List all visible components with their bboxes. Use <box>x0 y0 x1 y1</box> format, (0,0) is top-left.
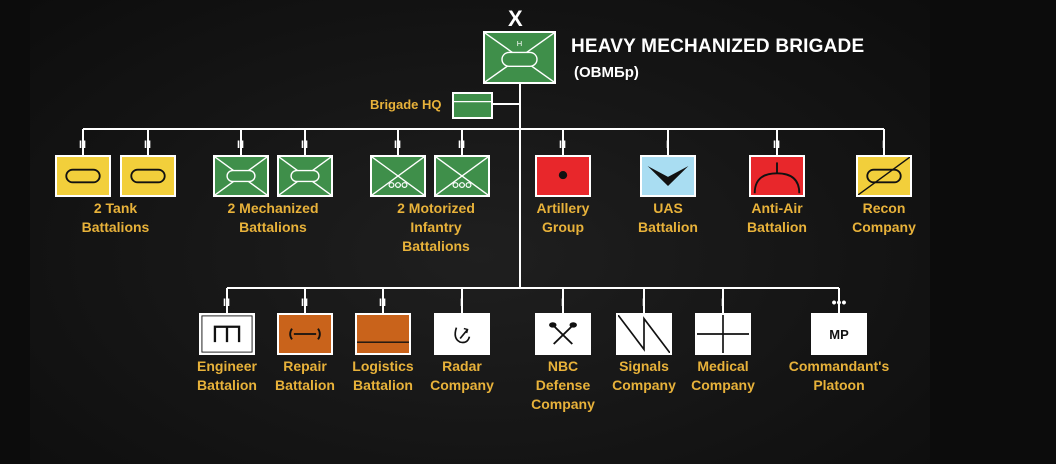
echelon-mark: II <box>772 139 782 151</box>
radar-company-symbol <box>434 313 490 355</box>
page-subtitle: (ОВМБр) <box>574 64 639 81</box>
echelon-mark: II <box>222 297 232 309</box>
brigade-hq-label: Brigade HQ <box>370 97 442 112</box>
echelon-mark: II <box>236 139 246 151</box>
echelon-mark: I <box>459 297 465 309</box>
echelon-mark: II <box>300 297 310 309</box>
echelon-mark: II <box>378 297 388 309</box>
echelon-mark: I <box>665 139 671 151</box>
echelon-mark: II <box>300 139 310 151</box>
brigade-hq-symbol <box>452 92 493 119</box>
echelon-mark: II <box>78 139 88 151</box>
artillery-group-symbol <box>535 155 591 197</box>
tank-battalion-symbol <box>120 155 176 197</box>
echelon-mark: II <box>558 139 568 151</box>
brigade-command-letter: H <box>517 39 522 48</box>
anti-air-battalion-symbol <box>749 155 805 197</box>
commandants-platoon-symbol: MP <box>811 313 867 355</box>
echelon-mark: II <box>393 139 403 151</box>
logistics-battalion-symbol <box>355 313 411 355</box>
brigade-echelon-mark: X <box>508 6 523 31</box>
background-panel <box>30 0 930 464</box>
echelon-mark: II <box>457 139 467 151</box>
brigade-symbol: H <box>483 31 556 84</box>
mechanized-battalion-symbol <box>213 155 269 197</box>
mechanized-battalion-symbol <box>277 155 333 197</box>
tank-battalion-symbol <box>55 155 111 197</box>
uas-battalion-symbol <box>640 155 696 197</box>
echelon-mark: I <box>560 297 566 309</box>
engineer-battalion-symbol <box>199 313 255 355</box>
echelon-mark: I <box>641 297 647 309</box>
echelon-mark: I <box>881 139 887 151</box>
page-title: HEAVY MECHANIZED BRIGADE <box>571 36 865 57</box>
signals-company-symbol <box>616 313 672 355</box>
nbc-defense-company-symbol <box>535 313 591 355</box>
echelon-mark: I <box>720 297 726 309</box>
echelon-mark: II <box>143 139 153 151</box>
platoon-echelon-dots: ••• <box>831 294 847 310</box>
repair-battalion-symbol <box>277 313 333 355</box>
motorized-infantry-battalion-symbol <box>370 155 426 197</box>
motorized-infantry-battalion-symbol <box>434 155 490 197</box>
military-police-text: MP <box>829 326 849 342</box>
recon-company-symbol <box>856 155 912 197</box>
medical-company-symbol <box>695 313 751 355</box>
